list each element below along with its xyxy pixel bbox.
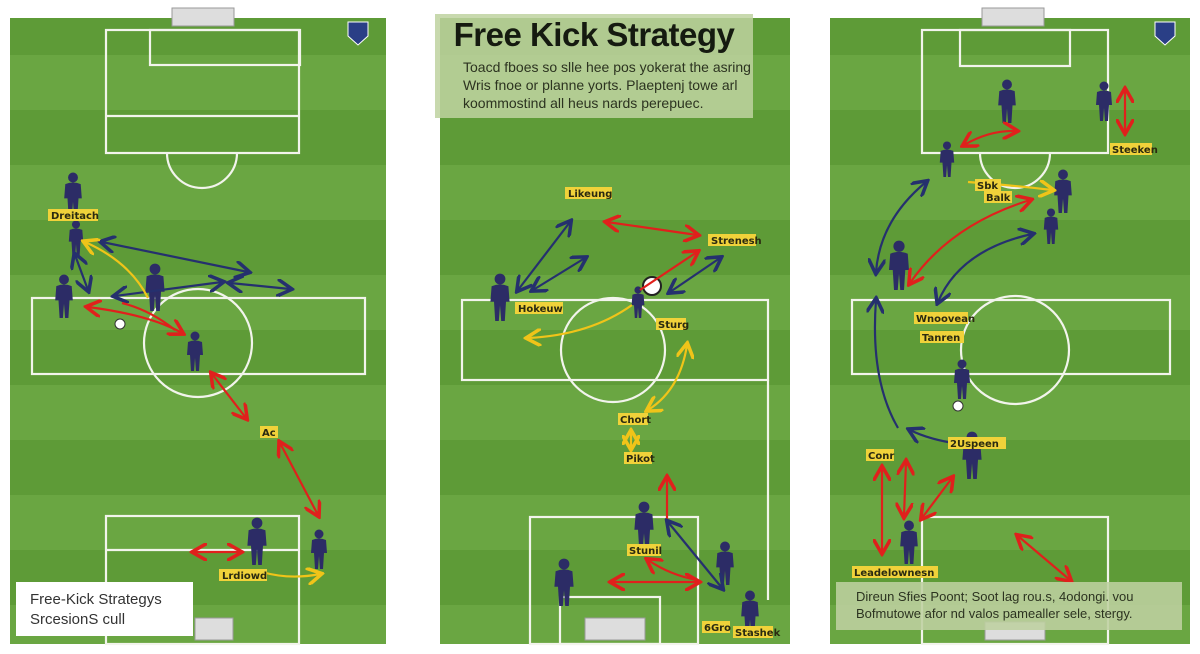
shield-crest-icon	[347, 21, 369, 46]
pass-arrow	[533, 258, 585, 290]
ball-icon	[952, 400, 964, 412]
tactic-label: Stashek	[735, 628, 781, 639]
goal-icon	[584, 617, 646, 641]
pass-arrow	[648, 345, 687, 410]
pass-arrow	[876, 182, 926, 272]
tactic-label: 6Gro	[704, 623, 731, 634]
field-center: Likeung Strenesh Hokeuw Sturg Chort Piko…	[440, 18, 790, 646]
title-box: Free Kick Strategy Toacd fboes so slle h…	[435, 14, 753, 118]
description-line: koommostind all heus nards perepuec.	[463, 95, 704, 111]
description-line: Bofmutowe afor nd valos pamealler sele, …	[856, 606, 1133, 621]
description-line: Toacd fboes so slle hee pos yokerat the …	[463, 59, 751, 75]
pass-arrow	[668, 522, 722, 588]
right-caption-box: Direun Sfies Poont; Soot lag rou.s, 4odo…	[836, 582, 1182, 630]
tactic-label: Wnoovean	[916, 314, 975, 325]
goal-icon	[981, 7, 1045, 27]
description-line: Wris fnoe or planne yorts. Plaeptenj tow…	[463, 77, 738, 93]
pass-arrow	[280, 443, 318, 515]
tactic-label: Hokeuw	[518, 304, 563, 315]
pass-arrow	[1018, 536, 1070, 580]
pass-arrow	[75, 255, 88, 290]
tactic-label: Tanren	[922, 333, 960, 344]
pass-arrow	[875, 300, 899, 429]
pass-arrow	[938, 234, 1032, 302]
ball-icon	[114, 318, 126, 330]
tactic-label: Chort	[620, 415, 651, 426]
tactic-label: Strenesh	[711, 236, 762, 247]
tactic-label: Conr	[868, 451, 894, 462]
pass-arrow	[115, 282, 222, 296]
tactic-label: Stunil	[629, 546, 662, 557]
pass-arrow	[670, 258, 720, 292]
tactic-label: Sturg	[658, 320, 689, 331]
pass-arrow	[102, 242, 248, 272]
pass-arrow	[212, 374, 246, 418]
left-caption-box: Free-Kick Strategys SrcesionS cull	[16, 582, 193, 636]
tactic-label: 2Uspeen	[950, 439, 999, 450]
shield-crest-icon	[1154, 21, 1176, 46]
tactic-label: Leadelownesn	[854, 568, 934, 579]
pass-arrow	[85, 242, 149, 299]
pass-arrow	[230, 283, 290, 289]
tactic-label: Steeken	[1112, 145, 1158, 156]
field-left: Dreitach Ac Lrdiowd	[10, 7, 386, 646]
pass-arrow	[607, 222, 697, 235]
pass-arrow	[528, 304, 633, 338]
tactic-label: Pikot	[626, 454, 655, 465]
description-line: Direun Sfies Poont; Soot lag rou.s, 4odo…	[856, 589, 1134, 604]
goal-icon	[194, 617, 234, 641]
pass-arrow	[121, 301, 176, 331]
tactic-label: Dreitach	[51, 211, 99, 222]
ball-icon	[642, 276, 662, 296]
caption-line: SrcesionS cull	[30, 611, 126, 628]
caption-line: Free-Kick Strategys	[30, 591, 162, 608]
tactic-label: Sbk	[977, 181, 998, 192]
pass-arrow	[964, 131, 1016, 145]
tactic-label: Balk	[986, 193, 1011, 204]
page-title: Free Kick Strategy	[453, 16, 735, 53]
pass-arrow	[922, 478, 952, 518]
tactic-label: Ac	[262, 428, 276, 439]
goal-icon	[171, 7, 235, 27]
tactic-label: Lrdiowd	[222, 571, 267, 582]
tactic-label: Likeung	[568, 189, 612, 200]
field-right: Steeken Sbk Balk Wnoovean Tanren 2Uspeen…	[830, 7, 1190, 646]
pass-arrow	[904, 462, 906, 516]
